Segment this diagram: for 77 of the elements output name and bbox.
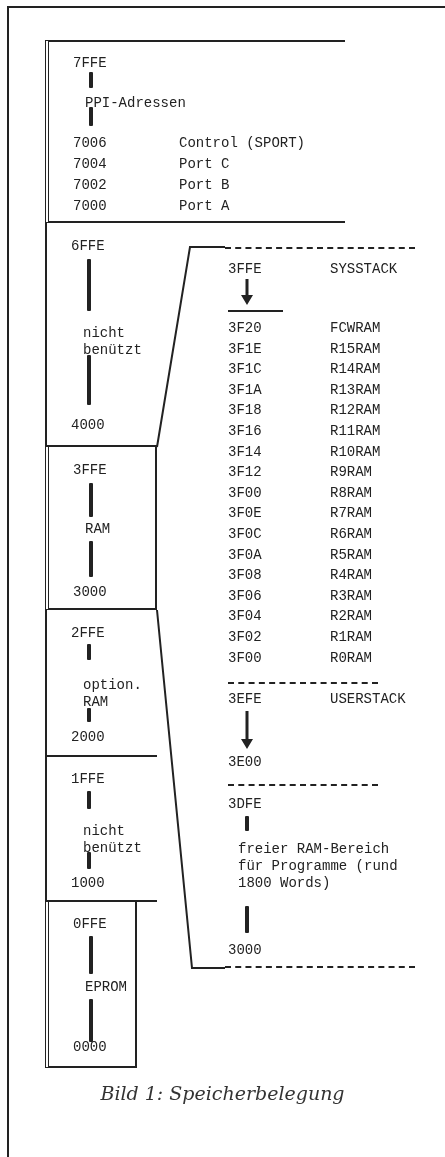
address-label: 3F1E bbox=[228, 341, 262, 358]
port-label: Control (SPORT) bbox=[179, 135, 306, 152]
address-label: 3F0A bbox=[228, 547, 262, 564]
register-label: R1RAM bbox=[330, 629, 372, 646]
address-label: 0FFE bbox=[73, 916, 107, 933]
memory-block bbox=[45, 447, 157, 610]
port-label: Port B bbox=[179, 177, 230, 194]
address-label: 3E00 bbox=[228, 754, 262, 771]
address-label: 7002 bbox=[73, 177, 107, 194]
address-label: 3F08 bbox=[228, 567, 262, 584]
address-label: 3F06 bbox=[228, 588, 262, 605]
zoom-line bbox=[156, 609, 226, 969]
address-label: 3000 bbox=[73, 584, 107, 601]
register-label: FCWRAM bbox=[330, 320, 381, 337]
address-label: 3F14 bbox=[228, 444, 262, 461]
memory-block bbox=[45, 40, 345, 223]
address-label: 3F1C bbox=[228, 361, 262, 378]
address-label: 1000 bbox=[71, 875, 105, 892]
memory-block bbox=[45, 902, 137, 1068]
register-label: R7RAM bbox=[330, 505, 372, 522]
port-label: Port A bbox=[179, 198, 230, 215]
address-label: 0000 bbox=[73, 1039, 107, 1056]
address-label: 3F18 bbox=[228, 402, 262, 419]
address-label: 3F20 bbox=[228, 320, 262, 337]
register-label: R5RAM bbox=[330, 547, 372, 564]
address-label: 4000 bbox=[71, 417, 105, 434]
port-label: Port C bbox=[179, 156, 230, 173]
address-label: 3F1A bbox=[228, 382, 262, 399]
zoom-line bbox=[156, 246, 226, 448]
stack-label: USERSTACK bbox=[330, 691, 406, 708]
address-label: 7006 bbox=[73, 135, 107, 152]
region-label: option. RAM bbox=[83, 677, 143, 711]
address-label: 3FFE bbox=[228, 261, 262, 278]
address-label: 3F04 bbox=[228, 608, 262, 625]
register-label: R4RAM bbox=[330, 567, 372, 584]
address-label: 7000 bbox=[73, 198, 107, 215]
region-label: freier RAM-Bereich für Programme (rund 1800 Words) bbox=[238, 841, 399, 892]
register-label: R14RAM bbox=[330, 361, 381, 378]
region-label: nicht benützt bbox=[83, 325, 143, 359]
memory-block bbox=[45, 223, 157, 447]
address-label: 3F02 bbox=[228, 629, 262, 646]
address-label: 2FFE bbox=[71, 625, 105, 642]
register-label: R12RAM bbox=[330, 402, 381, 419]
memory-block bbox=[45, 757, 157, 902]
address-label: 3F00 bbox=[228, 485, 262, 502]
region-label: EPROM bbox=[85, 979, 127, 996]
address-label: 3F16 bbox=[228, 423, 262, 440]
register-label: R3RAM bbox=[330, 588, 372, 605]
detail-panel bbox=[225, 247, 415, 968]
stack-label: SYSSTACK bbox=[330, 261, 398, 278]
region-label: nicht benützt bbox=[83, 823, 143, 857]
register-label: R15RAM bbox=[330, 341, 381, 358]
address-label: 6FFE bbox=[71, 238, 105, 255]
register-label: R10RAM bbox=[330, 444, 381, 461]
region-label: RAM bbox=[85, 521, 111, 538]
memory-block bbox=[45, 610, 157, 757]
address-label: 2000 bbox=[71, 729, 105, 746]
address-label: 3000 bbox=[228, 942, 262, 959]
region-label: PPI-Adressen bbox=[85, 95, 186, 112]
address-label: 3F0C bbox=[228, 526, 262, 543]
register-label: R6RAM bbox=[330, 526, 372, 543]
address-label: 3F00 bbox=[228, 650, 262, 667]
address-label: 7004 bbox=[73, 156, 107, 173]
register-label: R8RAM bbox=[330, 485, 372, 502]
address-label: 3EFE bbox=[228, 691, 262, 708]
register-label: R13RAM bbox=[330, 382, 381, 399]
register-label: R2RAM bbox=[330, 608, 372, 625]
address-label: 3F0E bbox=[228, 505, 262, 522]
address-label: 7FFE bbox=[73, 55, 107, 72]
address-label: 1FFE bbox=[71, 771, 105, 788]
register-label: R0RAM bbox=[330, 650, 372, 667]
register-label: R11RAM bbox=[330, 423, 381, 440]
address-label: 3F12 bbox=[228, 464, 262, 481]
figure-caption: Bild 1: Speicherbelegung bbox=[100, 1082, 345, 1104]
address-label: 3FFE bbox=[73, 462, 107, 479]
register-label: R9RAM bbox=[330, 464, 372, 481]
address-label: 3DFE bbox=[228, 796, 262, 813]
